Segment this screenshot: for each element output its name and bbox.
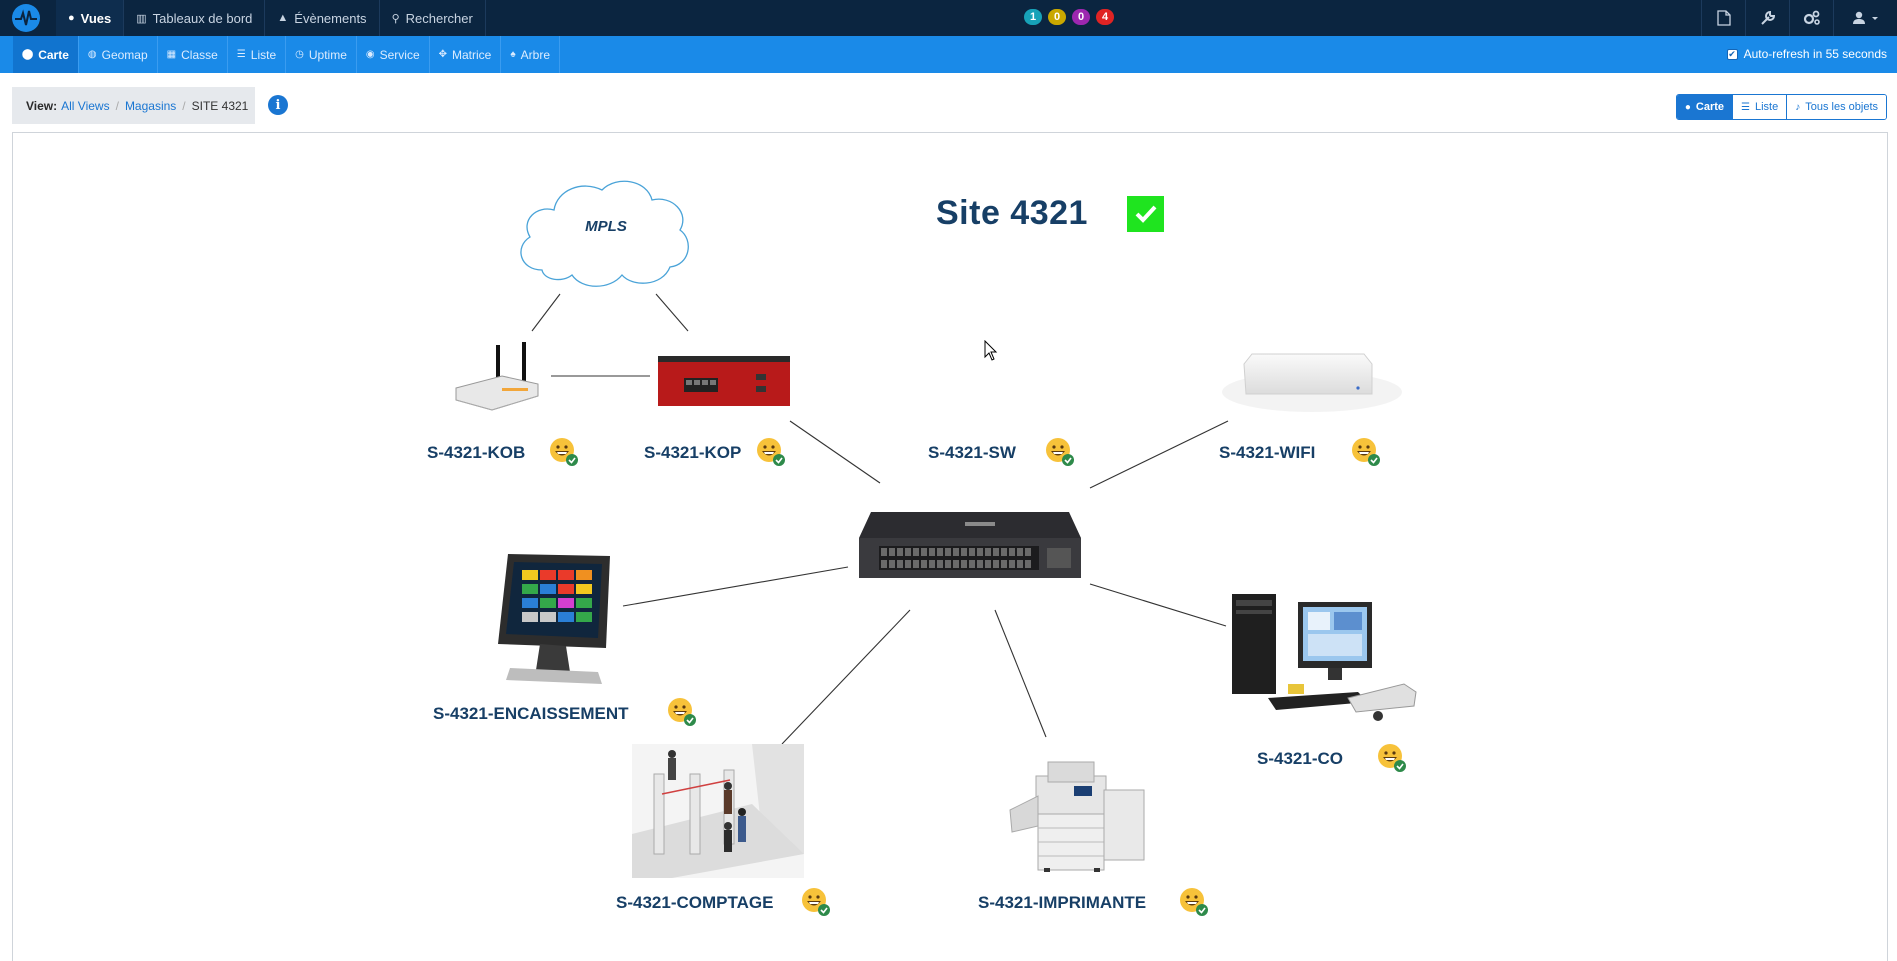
wrench-icon[interactable] xyxy=(1745,0,1789,36)
link-co-sw xyxy=(1089,583,1227,627)
view-switch-tous-les-objets[interactable]: ♪Tous les objets xyxy=(1786,95,1886,119)
view-switch-liste[interactable]: ☰Liste xyxy=(1732,95,1787,119)
auto-refresh: ✔ Auto-refresh in 55 seconds xyxy=(1726,47,1887,61)
tab-service[interactable]: ◉Service xyxy=(357,36,430,73)
crosshair-icon: ✥ xyxy=(438,49,448,60)
node-label-kop[interactable]: S-4321-KOP xyxy=(644,443,742,462)
view-switch-carte[interactable]: ●Carte xyxy=(1676,95,1733,119)
status-ok-smiley-icon[interactable] xyxy=(667,697,697,727)
link-mpls-kob xyxy=(531,293,561,332)
node-label-comptage[interactable]: S-4321-COMPTAGE xyxy=(616,893,774,912)
mpls-label: MPLS xyxy=(585,218,627,235)
link-encaissement-sw xyxy=(622,566,849,607)
bar-chart-icon: ▥ xyxy=(136,12,147,25)
router-device-icon[interactable] xyxy=(452,340,542,415)
view-navbar: ⬤Carte ◍Geomap ▦Classe ☰Liste ◷Uptime ◉S… xyxy=(0,36,1897,73)
desktop-computer-icon[interactable] xyxy=(1228,588,1420,726)
breadcrumb-magasins[interactable]: Magasins xyxy=(124,98,177,113)
site-title: Site 4321 xyxy=(936,194,1088,232)
event-counters: 1 0 0 4 xyxy=(1024,9,1114,25)
breadcrumb-current: SITE 4321 xyxy=(191,98,249,113)
firewall-device-icon[interactable] xyxy=(656,348,794,412)
status-ok-smiley-icon[interactable] xyxy=(756,437,786,467)
menu-evenements[interactable]: ▲Évènements xyxy=(265,0,380,36)
globe-icon: ◍ xyxy=(87,49,97,60)
node-label-sw[interactable]: S-4321-SW xyxy=(928,443,1016,462)
breadcrumb-prefix: View: xyxy=(26,98,58,113)
view-type-menu: ⬤Carte ◍Geomap ▦Classe ☰Liste ◷Uptime ◉S… xyxy=(13,36,561,73)
cogs-icon[interactable] xyxy=(1789,0,1833,36)
top-right-tools xyxy=(1701,0,1897,36)
pos-terminal-icon[interactable] xyxy=(488,552,614,687)
node-label-encaissement[interactable]: S-4321-ENCAISSEMENT xyxy=(433,704,629,723)
app-logo[interactable] xyxy=(8,3,44,33)
bell-icon: ♪ xyxy=(1795,101,1801,113)
tree-icon: ♠ xyxy=(510,49,516,60)
menu-rechercher[interactable]: ⚲Rechercher xyxy=(380,0,486,36)
counter-info[interactable]: 1 xyxy=(1024,9,1042,25)
list-icon: ☰ xyxy=(1741,101,1750,113)
status-ok-smiley-icon[interactable] xyxy=(1377,743,1407,773)
auto-refresh-checkbox[interactable]: ✔ xyxy=(1726,48,1738,60)
tab-uptime[interactable]: ◷Uptime xyxy=(286,36,357,73)
status-ok-smiley-icon[interactable] xyxy=(1351,437,1381,467)
tab-carte[interactable]: ⬤Carte xyxy=(13,36,79,73)
status-ok-smiley-icon[interactable] xyxy=(801,887,831,917)
breadcrumb-all-views[interactable]: All Views xyxy=(61,98,110,113)
list-icon: ☰ xyxy=(236,49,246,60)
printer-icon[interactable] xyxy=(1008,756,1152,874)
breadcrumb: View: All Views / Magasins / SITE 4321 xyxy=(12,87,255,124)
user-menu[interactable] xyxy=(1833,0,1897,36)
view-switch: ●Carte ☰Liste ♪Tous les objets xyxy=(1675,94,1887,120)
tab-geomap[interactable]: ◍Geomap xyxy=(79,36,158,73)
clock-icon: ◷ xyxy=(295,49,304,60)
top-navbar: ●Vues ▥Tableaux de bord ▲Évènements ⚲Rec… xyxy=(0,0,1897,36)
counter-minor[interactable]: 0 xyxy=(1072,9,1090,25)
mouse-cursor-icon xyxy=(984,340,998,361)
link-imprimante-sw xyxy=(994,609,1047,738)
link-mpls-kop xyxy=(655,293,689,332)
menu-tableaux-de-bord[interactable]: ▥Tableaux de bord xyxy=(124,0,266,36)
site-status-check-icon[interactable] xyxy=(1127,196,1164,232)
link-comptage-sw xyxy=(781,609,911,745)
user-icon xyxy=(1852,11,1878,24)
people-counter-icon[interactable] xyxy=(632,744,804,878)
link-wifi-sw xyxy=(1089,420,1229,489)
grid-icon: ▦ xyxy=(166,49,177,60)
tab-liste[interactable]: ☰Liste xyxy=(228,36,287,73)
search-icon: ⚲ xyxy=(391,12,400,25)
node-label-kob[interactable]: S-4321-KOB xyxy=(427,443,526,462)
map-marker-icon: ⬤ xyxy=(22,49,34,60)
link-kop-sw xyxy=(789,420,881,484)
map-marker-icon: ● xyxy=(1684,101,1691,113)
menu-vues[interactable]: ●Vues xyxy=(56,0,125,36)
breadcrumb-separator: / xyxy=(182,98,186,113)
auto-refresh-label: Auto-refresh in 55 seconds xyxy=(1743,47,1887,61)
node-label-wifi[interactable]: S-4321-WIFI xyxy=(1219,443,1316,462)
globe-icon: ● xyxy=(68,12,75,24)
status-ok-smiley-icon[interactable] xyxy=(1045,437,1075,467)
wifi-access-point-icon[interactable] xyxy=(1216,346,1408,418)
pdf-icon[interactable] xyxy=(1701,0,1745,36)
tab-arbre[interactable]: ♠Arbre xyxy=(501,36,561,73)
tab-classe[interactable]: ▦Classe xyxy=(158,36,228,73)
counter-warning[interactable]: 0 xyxy=(1048,9,1066,25)
tab-matrice[interactable]: ✥Matrice xyxy=(430,36,502,73)
node-label-co[interactable]: S-4321-CO xyxy=(1257,749,1343,768)
main-menu: ●Vues ▥Tableaux de bord ▲Évènements ⚲Rec… xyxy=(56,0,486,36)
warning-icon: ▲ xyxy=(277,12,289,24)
heartbeat-logo-icon xyxy=(12,4,40,32)
breadcrumb-separator: / xyxy=(115,98,119,113)
counter-critical[interactable]: 4 xyxy=(1096,9,1114,25)
status-ok-smiley-icon[interactable] xyxy=(1179,887,1209,917)
eye-icon: ◉ xyxy=(365,49,375,60)
network-switch-icon[interactable] xyxy=(855,510,1085,582)
status-ok-smiley-icon[interactable] xyxy=(549,437,579,467)
node-label-imprimante[interactable]: S-4321-IMPRIMANTE xyxy=(978,893,1147,912)
info-icon[interactable]: i xyxy=(268,95,288,115)
mpls-cloud[interactable] xyxy=(512,175,697,295)
